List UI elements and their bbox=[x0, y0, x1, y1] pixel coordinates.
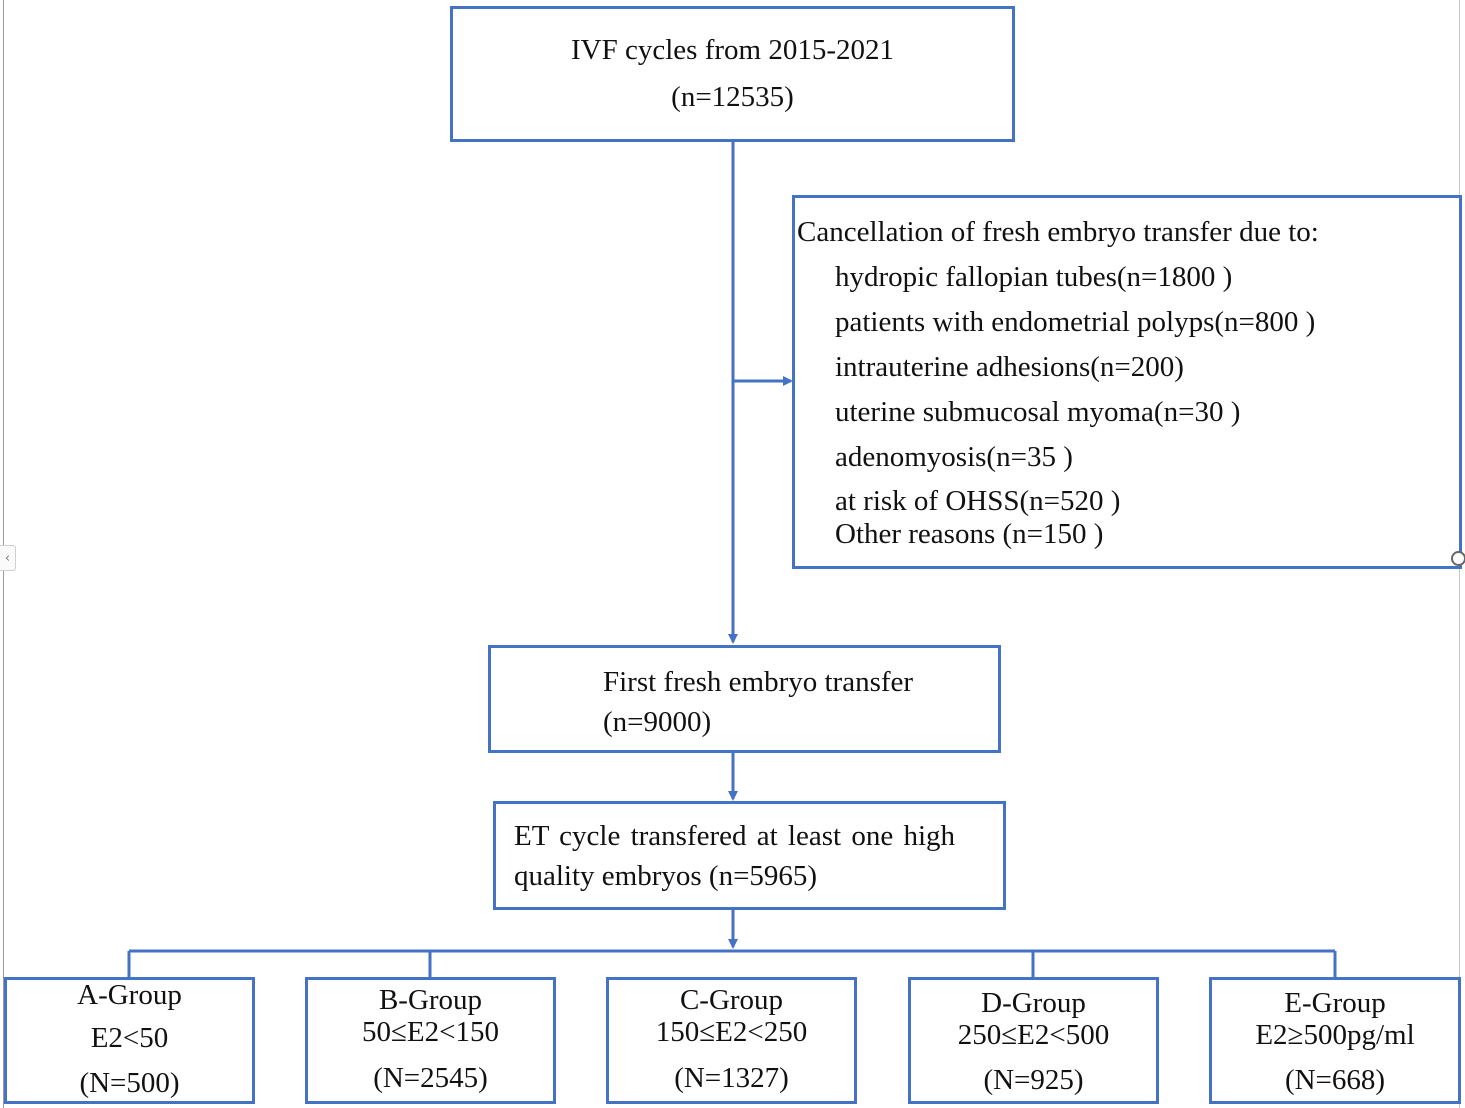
quality-box: ET cycle transfered at least one high qu… bbox=[493, 801, 1006, 910]
group-a-range: E2<50 bbox=[90, 1022, 169, 1054]
resize-handle[interactable] bbox=[1451, 551, 1465, 566]
group-b-count: (N=2545) bbox=[373, 1062, 488, 1094]
group-b-name: B-Group bbox=[378, 984, 483, 1016]
group-e-box: E-Group E2≥500pg/ml (N=668) bbox=[1209, 977, 1461, 1104]
group-e-count: (N=668) bbox=[1284, 1064, 1386, 1096]
collapse-panel-button[interactable]: ‹ bbox=[0, 545, 16, 571]
group-b-range: 50≤E2<150 bbox=[362, 1016, 499, 1048]
quality-line-2: quality embryos (n=5965) bbox=[514, 860, 818, 892]
group-d-box: D-Group 250≤E2<500 (N=925) bbox=[908, 977, 1159, 1104]
chevron-left-icon: ‹ bbox=[4, 551, 11, 566]
exclusion-reason: adenomyosis(n=35 ) bbox=[835, 441, 1073, 473]
exclusion-heading: Cancellation of fresh embryo transfer du… bbox=[797, 216, 1319, 248]
start-count: (n=12535) bbox=[671, 81, 794, 113]
start-box: IVF cycles from 2015-2021 (n=12535) bbox=[450, 6, 1015, 142]
group-c-box: C-Group 150≤E2<250 (N=1327) bbox=[606, 977, 857, 1104]
group-a-name: A-Group bbox=[77, 979, 182, 1011]
exclusion-reason: hydropic fallopian tubes(n=1800 ) bbox=[835, 261, 1233, 293]
quality-line-1: ET cycle transfered at least one high bbox=[514, 820, 956, 852]
group-d-name: D-Group bbox=[981, 987, 1086, 1019]
transfer-count: (n=9000) bbox=[603, 706, 712, 738]
group-b-box: B-Group 50≤E2<150 (N=2545) bbox=[305, 977, 556, 1104]
group-a-box: A-Group E2<50 (N=500) bbox=[4, 977, 255, 1104]
group-e-name: E-Group bbox=[1284, 987, 1386, 1019]
transfer-box: First fresh embryo transfer (n=9000) bbox=[488, 645, 1001, 753]
exclusion-reason: uterine submucosal myoma(n=30 ) bbox=[835, 396, 1241, 428]
group-c-name: C-Group bbox=[679, 984, 784, 1016]
exclusion-box: Cancellation of fresh embryo transfer du… bbox=[792, 195, 1462, 569]
exclusion-reason: patients with endometrial polyps(n=800 ) bbox=[835, 306, 1316, 338]
group-e-range: E2≥500pg/ml bbox=[1255, 1019, 1415, 1051]
exclusion-reason: at risk of OHSS(n=520 ) bbox=[835, 485, 1121, 517]
exclusion-reason: Other reasons (n=150 ) bbox=[835, 518, 1104, 550]
group-d-range: 250≤E2<500 bbox=[957, 1019, 1110, 1051]
group-c-count: (N=1327) bbox=[674, 1062, 789, 1094]
group-c-range: 150≤E2<250 bbox=[655, 1016, 808, 1048]
exclusion-reason: intrauterine adhesions(n=200) bbox=[835, 351, 1184, 383]
group-d-count: (N=925) bbox=[983, 1064, 1084, 1096]
transfer-title: First fresh embryo transfer bbox=[603, 666, 914, 698]
start-title: IVF cycles from 2015-2021 bbox=[571, 34, 894, 66]
group-a-count: (N=500) bbox=[79, 1067, 180, 1099]
